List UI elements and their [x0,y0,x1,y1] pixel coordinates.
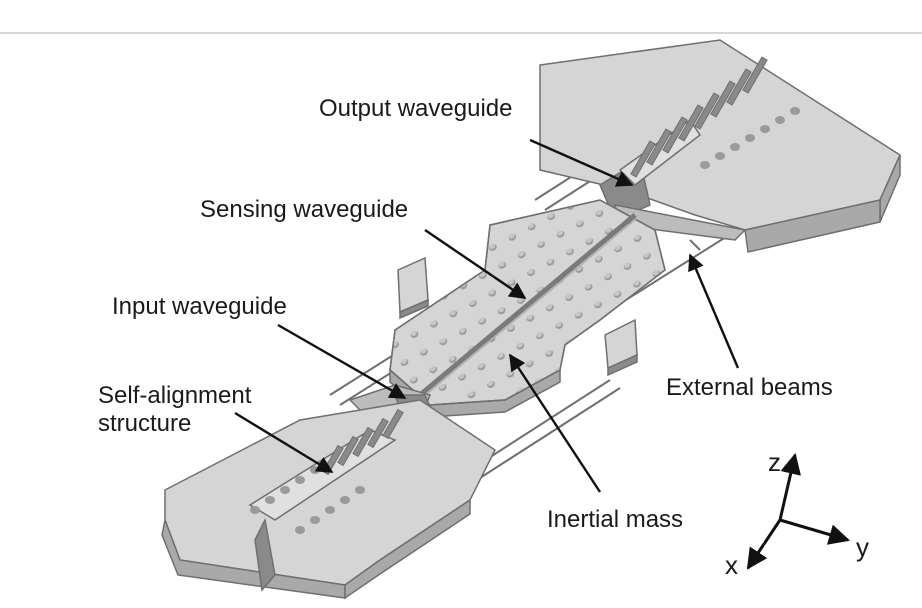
axis-label-x: x [725,550,738,580]
inertial-mass-arrow [508,353,602,493]
output-waveguide-arrow [529,138,634,187]
label-self-alignment-line1: Self-alignment [98,382,252,409]
label-sensing-waveguide: Sensing waveguide [200,196,409,223]
axis-label-y: y [856,532,869,562]
axis-label-z: z [768,447,781,477]
y-axis-arrow [779,518,851,545]
label-self-alignment-structure: Self-alignment structure [98,382,251,437]
z-axis-arrow [778,452,801,521]
external-beams-arrow [688,253,740,369]
upper-dot-row [700,107,800,169]
side-stoppers [397,256,638,377]
coordinate-axes [746,452,851,570]
label-input-waveguide: Input waveguide [112,293,287,320]
label-external-beams: External beams [666,374,833,401]
label-inertial-mass: Inertial mass [547,506,684,533]
input-waveguide-arrow [277,323,407,400]
label-output-waveguide: Output waveguide [319,95,513,122]
self-alignment-arrow [234,411,334,474]
upper-comb-teeth [630,56,768,178]
leader-arrows [234,138,740,493]
lower-anchor-block [161,399,496,600]
sensing-waveguide-arrow [424,229,527,299]
inertial-mass-plate [389,199,666,418]
x-axis-arrow [746,519,782,570]
label-self-alignment-line2: structure [98,409,192,437]
